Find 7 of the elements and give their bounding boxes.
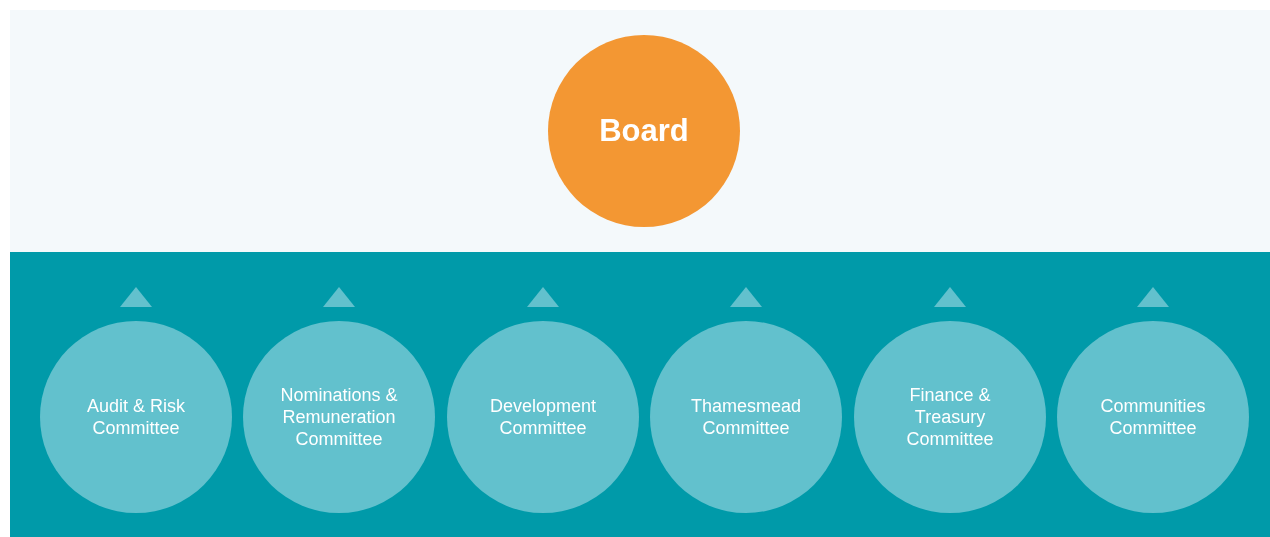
committee-label: Development Committee xyxy=(488,395,598,439)
board-label: Board xyxy=(599,111,689,150)
committee-label: Finance & Treasury Committee xyxy=(905,384,995,450)
committee-label: Communities Committee xyxy=(1099,395,1207,439)
committee-label: Thamesmead Committee xyxy=(689,395,803,439)
committee-label: Audit & Risk Committee xyxy=(85,395,186,439)
committee-label: Nominations & Remuneration Committee xyxy=(279,384,399,450)
